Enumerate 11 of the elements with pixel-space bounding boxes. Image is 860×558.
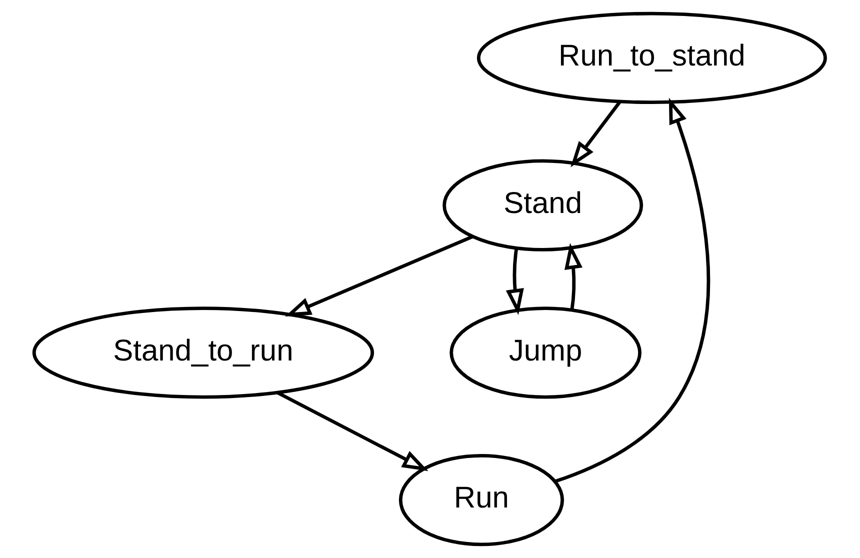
arrow — [554, 98, 710, 483]
arrow — [570, 100, 622, 168]
node-ellipse: Run — [398, 454, 564, 546]
arrow — [564, 243, 583, 310]
node-ellipse: Stand_to_run — [32, 306, 374, 399]
arrow — [285, 235, 474, 316]
arrow — [276, 391, 428, 472]
node-ellipse: Stand — [442, 159, 644, 252]
node-ellipse: Jump — [450, 306, 642, 399]
arrow — [506, 248, 524, 315]
node-ellipse: Run_to_stand — [476, 12, 827, 104]
